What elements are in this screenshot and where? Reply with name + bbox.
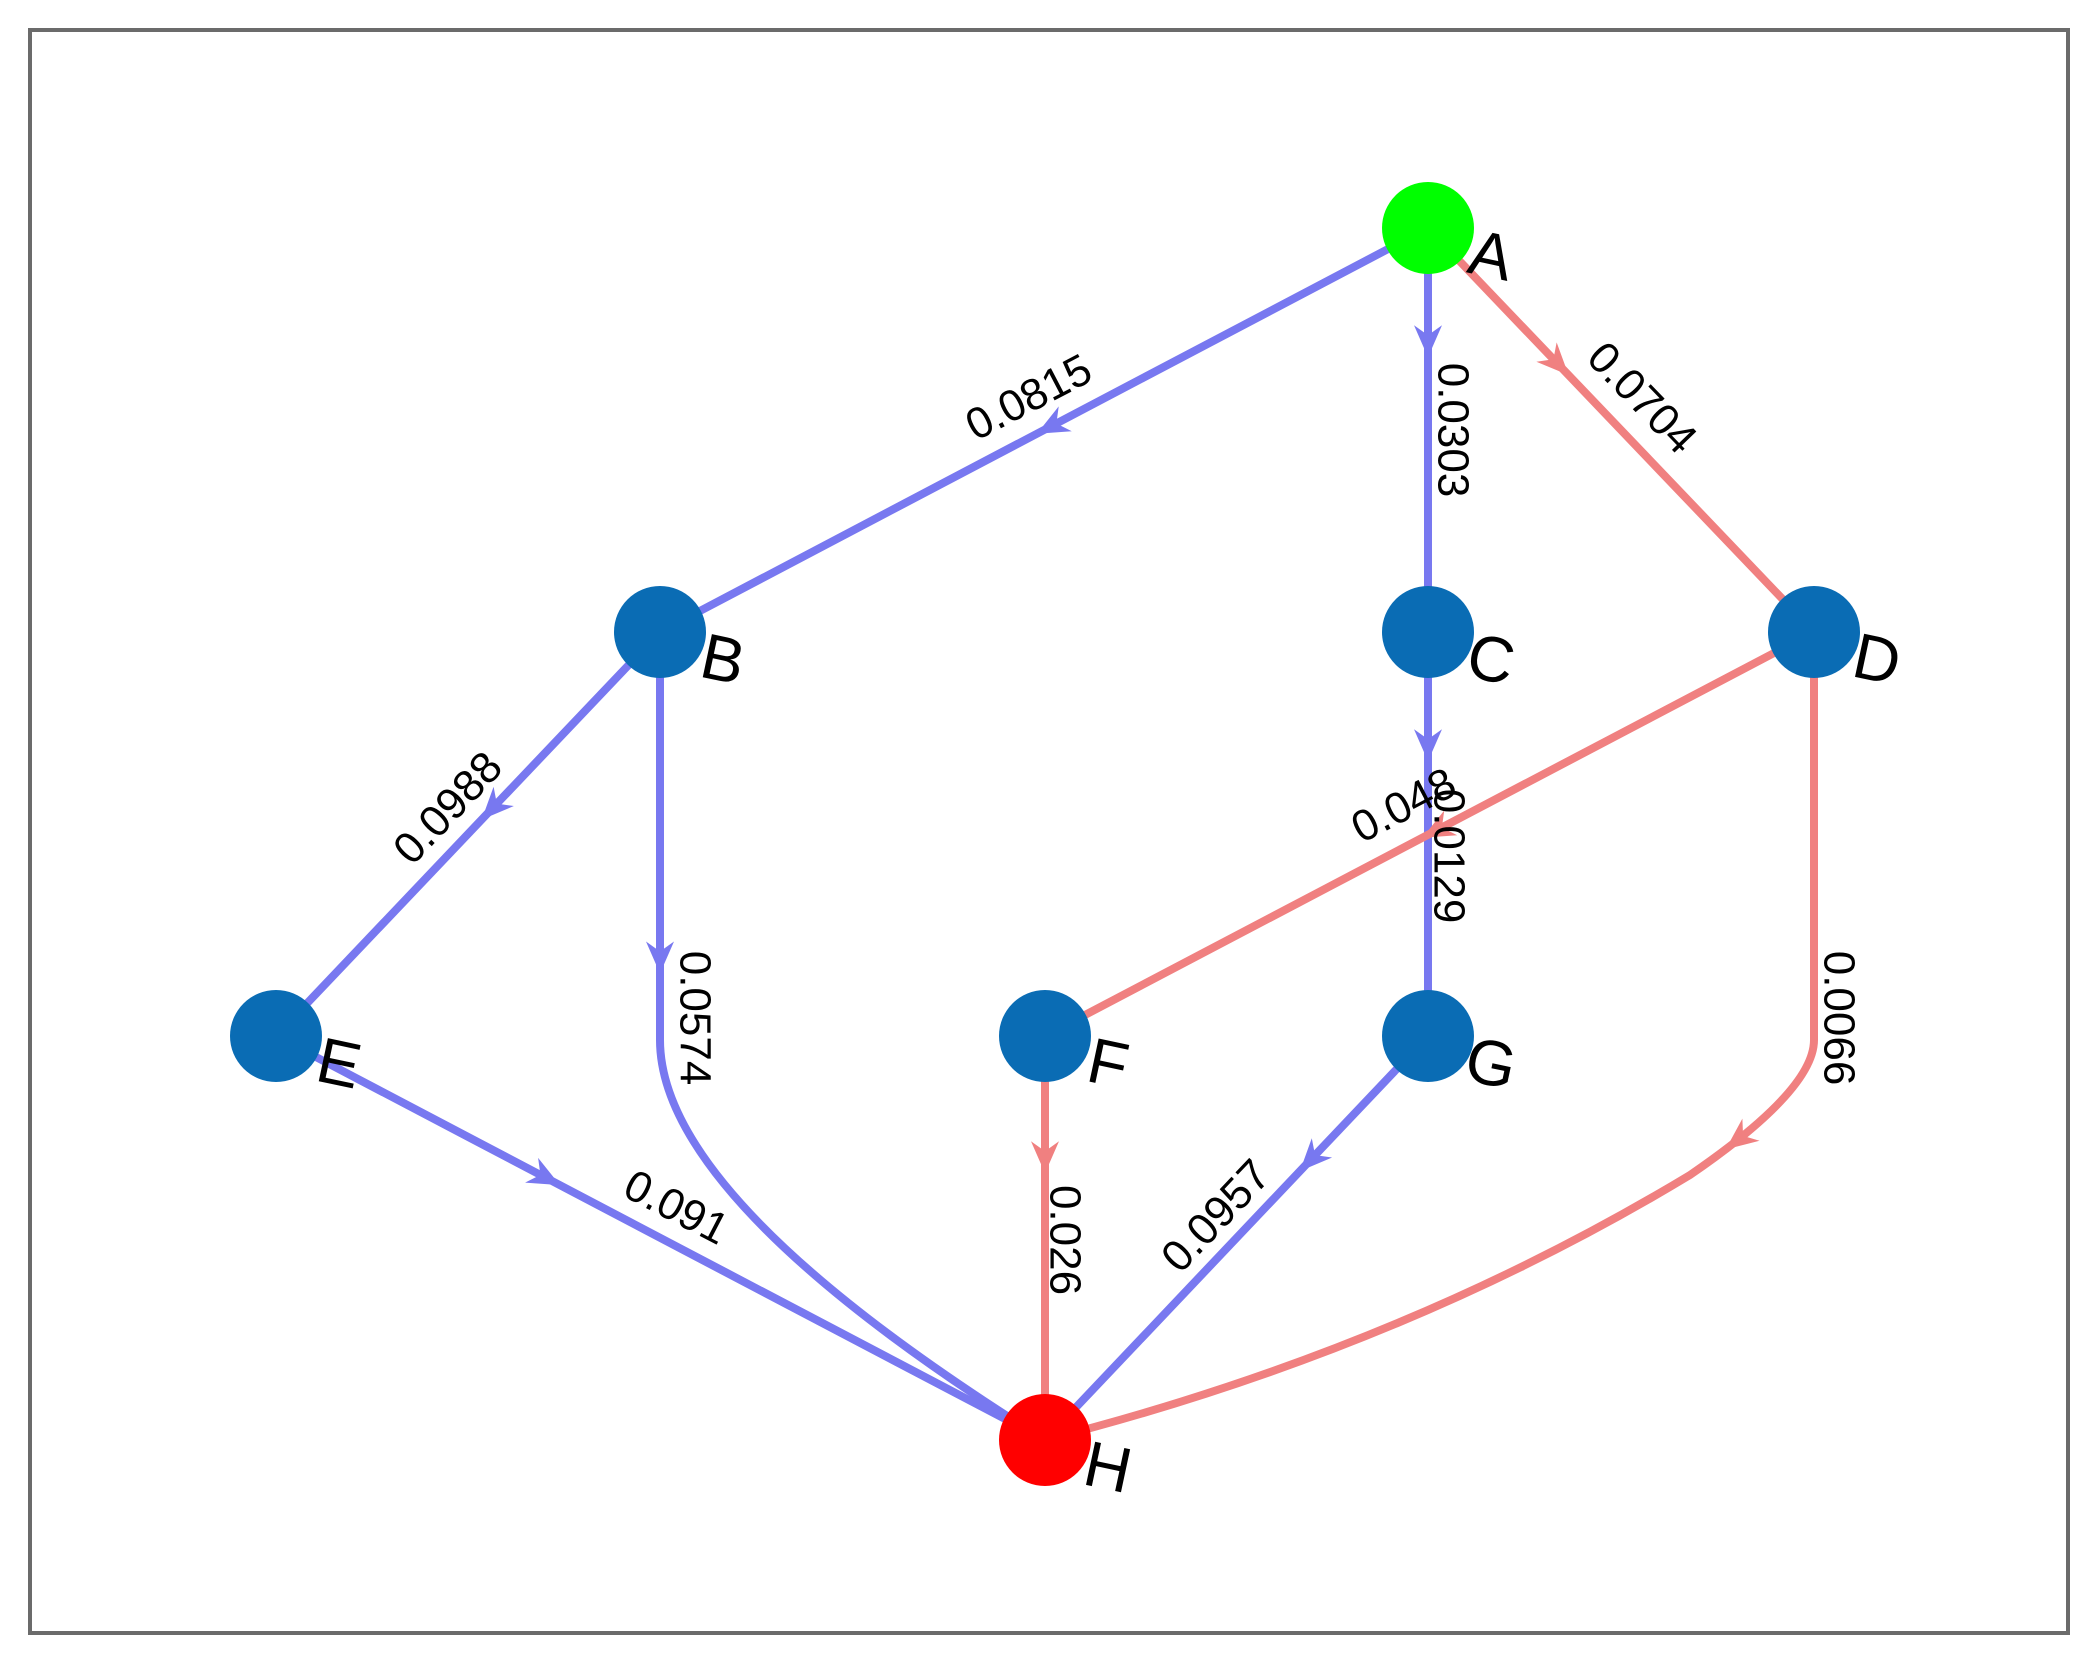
edge-arrow-a-c [1414,325,1442,358]
node-h [999,1394,1091,1486]
edge-arrow-a-b [1036,406,1072,434]
edge-arrow-d-h [1725,1118,1760,1150]
node-f [999,990,1091,1082]
edge-arrow-b-h [646,941,674,974]
node-d [1768,586,1860,678]
edge-weight-f-h: 0.026 [1040,1185,1089,1295]
node-a [1382,182,1474,274]
edge-arrow-b-e [481,786,514,820]
edge-arrow-g-h [1299,1138,1333,1172]
edge-weight-b-h: 0.0574 [670,951,719,1086]
edge-arrow-c-g [1414,729,1442,762]
edge-e-h [272,1032,1049,1444]
edge-weight-a-c: 0.0303 [1428,363,1477,498]
node-b [614,586,706,678]
edge-a-d [1424,224,1818,636]
node-g [1382,990,1474,1082]
edge-arrow-a-d [1536,342,1569,376]
edge-weight-a-d: 0.0704 [1578,333,1707,464]
edge-g-h [1041,1032,1432,1444]
edges-layer [272,224,1818,1444]
node-e [230,990,322,1082]
edge-arrow-e-h [525,1157,560,1186]
edge-b-h [656,628,1049,1444]
edge-b-e [272,628,664,1040]
edge-d-h [1041,628,1818,1444]
edge-weight-c-g: 0.0129 [1424,789,1473,924]
edge-arrow-d-f [1422,810,1458,838]
edge-weight-d-h: 0.0066 [1814,951,1863,1086]
edge-arrow-f-h [1031,1141,1059,1174]
node-c [1382,586,1474,678]
